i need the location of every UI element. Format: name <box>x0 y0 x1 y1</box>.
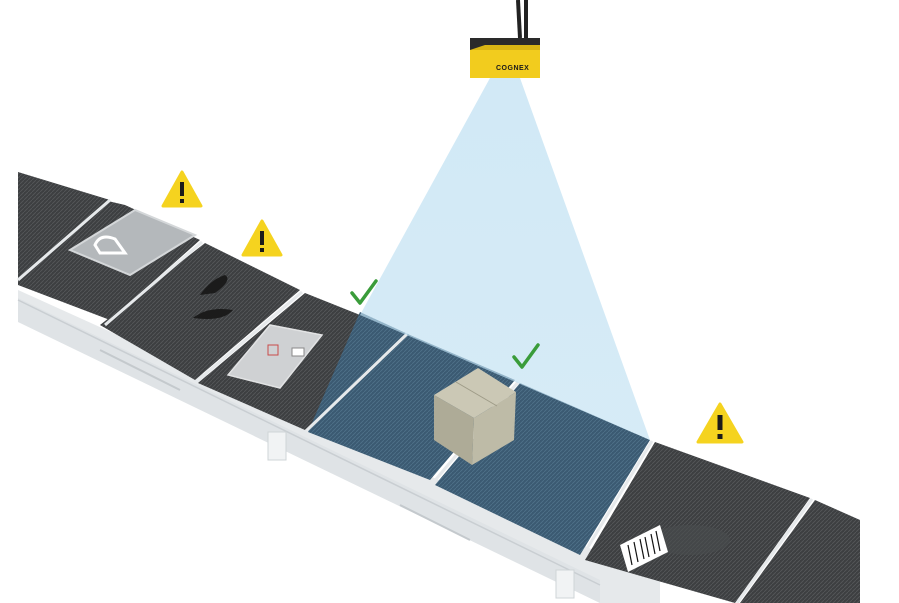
belt-segment-7 <box>740 500 860 603</box>
loose-black-items <box>193 275 233 319</box>
warning-triangle-icon <box>696 402 744 444</box>
warning-triangle-icon <box>161 170 203 208</box>
belt-segment-3 <box>100 243 300 380</box>
clear-plastic-bag <box>67 208 198 277</box>
checkmark-icon <box>512 343 540 369</box>
camera-beam <box>360 78 650 440</box>
barcode-label <box>620 525 668 572</box>
camera-brand-label: COGNEX <box>496 65 529 72</box>
dirty-belt-barcode <box>620 525 730 572</box>
warning-triangle-icon <box>241 219 283 257</box>
poly-bag-package <box>226 324 324 389</box>
checkmark-icon <box>350 279 378 305</box>
cardboard-box <box>434 368 516 465</box>
camera: COGNEX <box>470 0 540 78</box>
